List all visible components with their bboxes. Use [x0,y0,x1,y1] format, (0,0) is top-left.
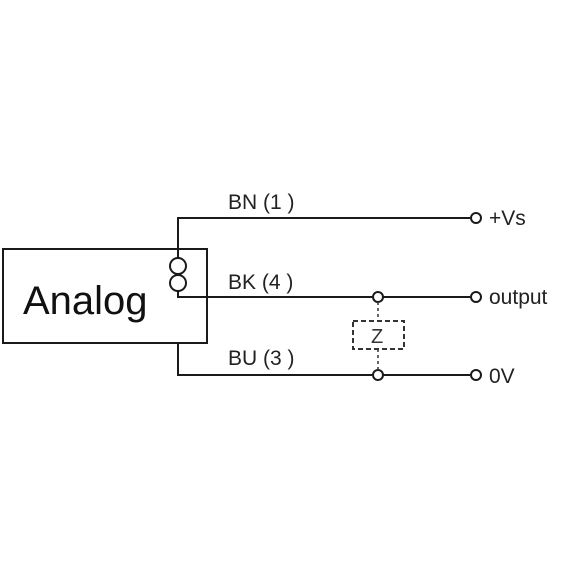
wire-label-bu: BU (3 ) [228,347,295,370]
wire-bn [177,217,470,258]
wire-label-bn: BN (1 ) [228,191,295,214]
current-source-icon [169,257,187,292]
sensor-label: Analog [23,279,148,323]
load-label: Z [371,326,383,348]
terminal-0v [470,369,482,381]
junction-output [372,291,384,303]
wire-bu [177,343,372,376]
junction-0v [372,369,384,381]
terminal-label-0v: 0V [489,365,515,388]
terminal-label-vs: +Vs [489,207,526,230]
wire-label-bk: BK (4 ) [228,271,293,294]
terminal-output [470,291,482,303]
terminal-label-output: output [489,286,548,309]
wire-bk [177,291,372,298]
terminal-vs [470,212,482,224]
